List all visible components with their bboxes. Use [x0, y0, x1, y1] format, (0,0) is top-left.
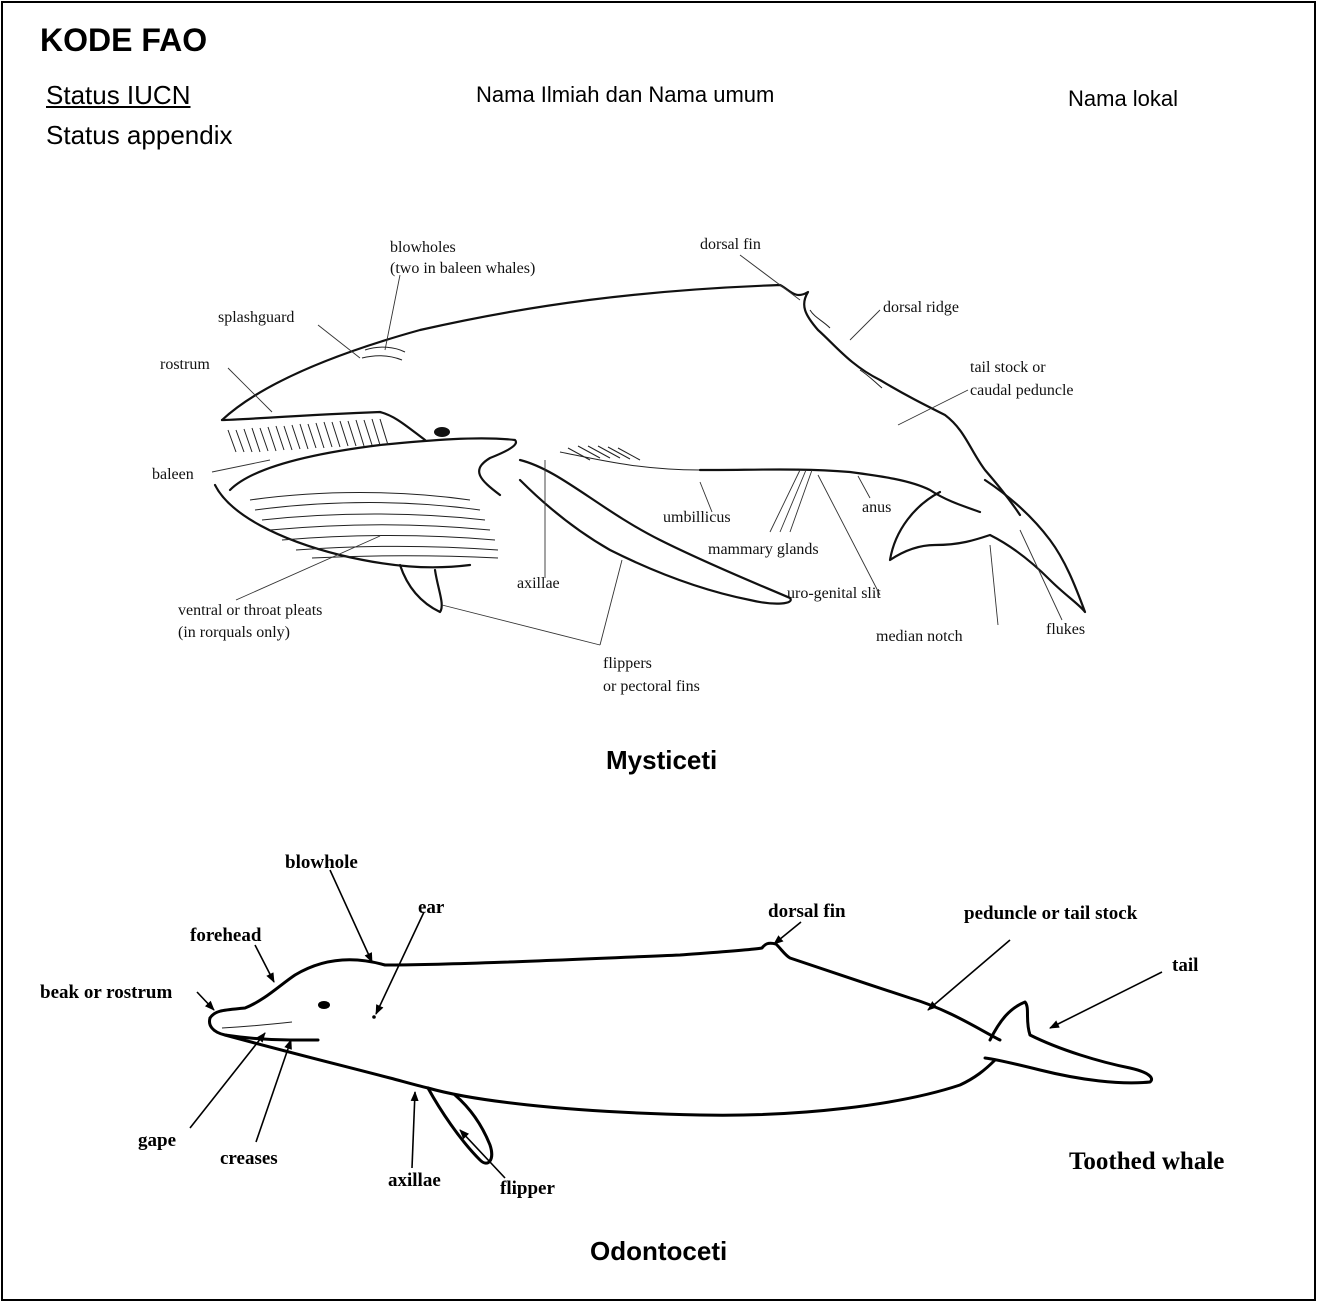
label-ventral-pleats-note: (in rorquals only): [178, 624, 290, 641]
label-mammary-glands: mammary glands: [708, 541, 819, 558]
baleen-whale-drawing: [215, 285, 1085, 612]
throat-pleats: [250, 493, 498, 559]
toothed-whale-ear: [372, 1015, 376, 1019]
label-forehead: forehead: [190, 925, 262, 946]
baleen-whale-flipper: [520, 460, 791, 604]
label-tail: tail: [1172, 955, 1198, 976]
label-dorsal-fin-odon: dorsal fin: [768, 901, 846, 922]
toothed-whale-drawing: [210, 943, 1152, 1163]
toothed-whale-belly: [225, 1035, 995, 1115]
baleen-whale-lower-jaw: [230, 438, 516, 495]
label-tail-stock: tail stock or: [970, 359, 1046, 376]
label-blowhole: blowhole: [285, 852, 358, 873]
odontoceti-labels: blowhole ear forehead dorsal fin peduncl…: [40, 852, 1224, 1199]
label-umbillicus: umbillicus: [663, 509, 731, 526]
label-splashguard: splashguard: [218, 309, 294, 326]
label-peduncle: peduncle or tail stock: [964, 903, 1138, 924]
label-ear: ear: [418, 897, 445, 918]
label-caudal-peduncle: caudal peduncle: [970, 382, 1074, 399]
label-creases: creases: [220, 1148, 278, 1169]
label-flipper: flipper: [500, 1178, 555, 1199]
baleen-whale-eye: [434, 427, 450, 437]
baleen-whale-belly: [700, 470, 980, 513]
toothed-whale-back-outline: [210, 943, 1000, 1040]
label-axillae-odon: axillae: [388, 1170, 441, 1191]
baleen-whale-mouth-line: [222, 412, 425, 440]
label-ventral-pleats: ventral or throat pleats: [178, 602, 322, 619]
label-gape: gape: [138, 1130, 176, 1151]
mysticeti-caption: Mysticeti: [606, 745, 717, 776]
label-axillae-myst: axillae: [517, 575, 560, 592]
toothed-whale-gape: [222, 1022, 292, 1028]
label-blowholes: blowholes: [390, 239, 456, 256]
label-baleen: baleen: [152, 466, 194, 483]
label-median-notch: median notch: [876, 628, 963, 645]
baleen-whale-flukes: [890, 480, 1085, 612]
toothed-whale-eye: [318, 1001, 330, 1009]
mysticeti-labels: blowholes (two in baleen whales) dorsal …: [152, 236, 1085, 695]
label-pectoral-fins: or pectoral fins: [603, 678, 700, 695]
toothed-whale-title: Toothed whale: [1069, 1148, 1224, 1175]
toothed-whale-flukes: [985, 1002, 1152, 1083]
label-flippers: flippers: [603, 655, 652, 672]
label-flukes: flukes: [1046, 621, 1085, 638]
label-blowholes-note: (two in baleen whales): [390, 260, 535, 277]
label-rostrum: rostrum: [160, 356, 210, 373]
label-anus: anus: [862, 499, 891, 516]
label-dorsal-ridge: dorsal ridge: [883, 299, 959, 316]
baleen-whale-second-fin: [400, 565, 442, 612]
label-uro-genital-slit: uro-genital slit: [787, 585, 881, 602]
odontoceti-caption: Odontoceti: [590, 1236, 727, 1267]
label-dorsal-fin-myst: dorsal fin: [700, 236, 761, 253]
label-beak: beak or rostrum: [40, 982, 172, 1003]
